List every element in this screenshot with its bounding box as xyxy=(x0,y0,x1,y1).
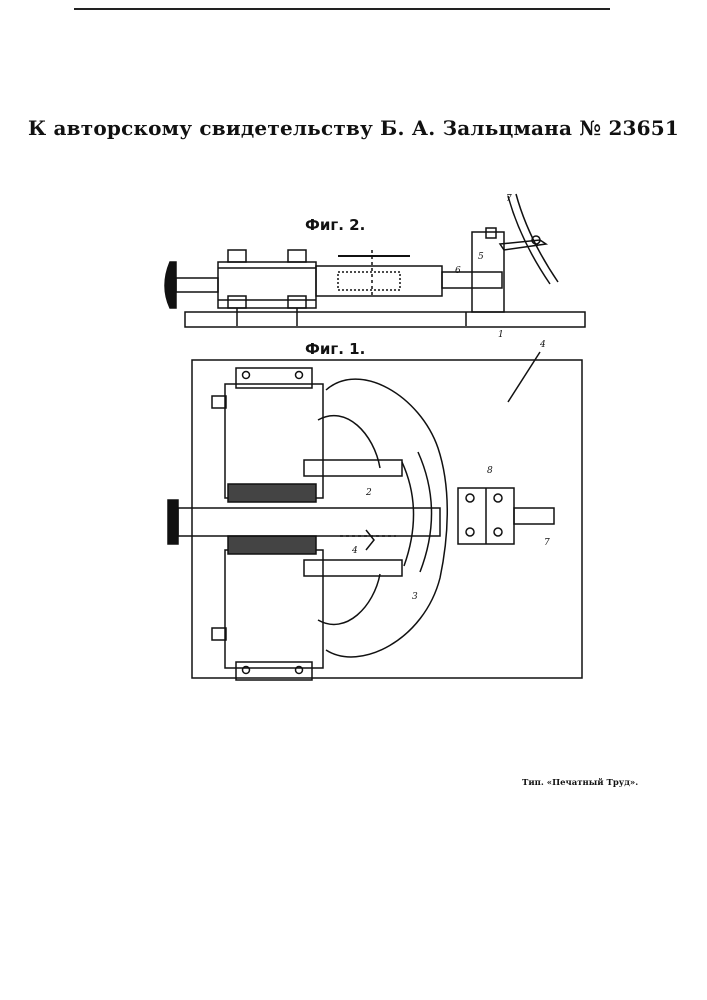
callout-7-fig1: 7 xyxy=(544,538,550,548)
callout-4-top: 4 xyxy=(540,340,546,350)
callout-1: 1 xyxy=(498,330,504,340)
printer-mark: Тип. «Печатный Труд». xyxy=(522,778,638,788)
callout-3: 3 xyxy=(412,592,418,602)
callout-5: 5 xyxy=(478,252,484,262)
callout-8: 8 xyxy=(487,466,493,476)
callout-6: 6 xyxy=(455,266,461,276)
callout-2: 2 xyxy=(366,488,372,498)
callout-4-bottom: 4 xyxy=(352,546,358,556)
callout-7: 7 xyxy=(506,194,512,204)
